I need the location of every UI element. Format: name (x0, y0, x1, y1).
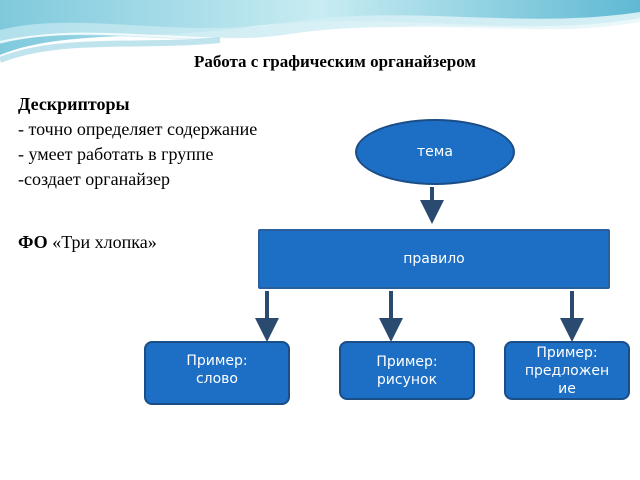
rule-label: правило (403, 251, 465, 267)
descriptors-heading: Дескрипторы (18, 94, 130, 114)
descriptor-item: - умеет работать в группе (18, 144, 214, 164)
example-value-cont: ие (558, 380, 576, 397)
example-node-picture: Пример: рисунок (339, 341, 475, 400)
example-label: Пример: (536, 344, 598, 361)
header-wave-banner (0, 0, 640, 63)
fo-label: ФО (18, 232, 48, 252)
example-node-word: Пример: слово (144, 341, 290, 405)
example-value: слово (195, 371, 238, 387)
example-label: Пример: (376, 353, 438, 370)
rule-node: правило (258, 229, 610, 289)
example-value: рисунок (376, 371, 438, 388)
example-node-sentence: Пример: предложен ие (504, 341, 630, 400)
fo-text: «Три хлопка» (52, 232, 157, 252)
theme-label: тема (417, 144, 453, 160)
theme-node: тема (355, 119, 515, 185)
example-label: Пример: (186, 353, 248, 369)
slide-title: Работа с графическим органайзером (194, 52, 476, 71)
descriptor-item: -создает органайзер (18, 169, 170, 189)
fo-line: ФО «Три хлопка» (18, 232, 157, 253)
descriptors-block: Дескрипторы - точно определяет содержани… (18, 92, 257, 192)
descriptor-item: - точно определяет содержание (18, 119, 258, 139)
example-value: предложен (524, 362, 610, 379)
